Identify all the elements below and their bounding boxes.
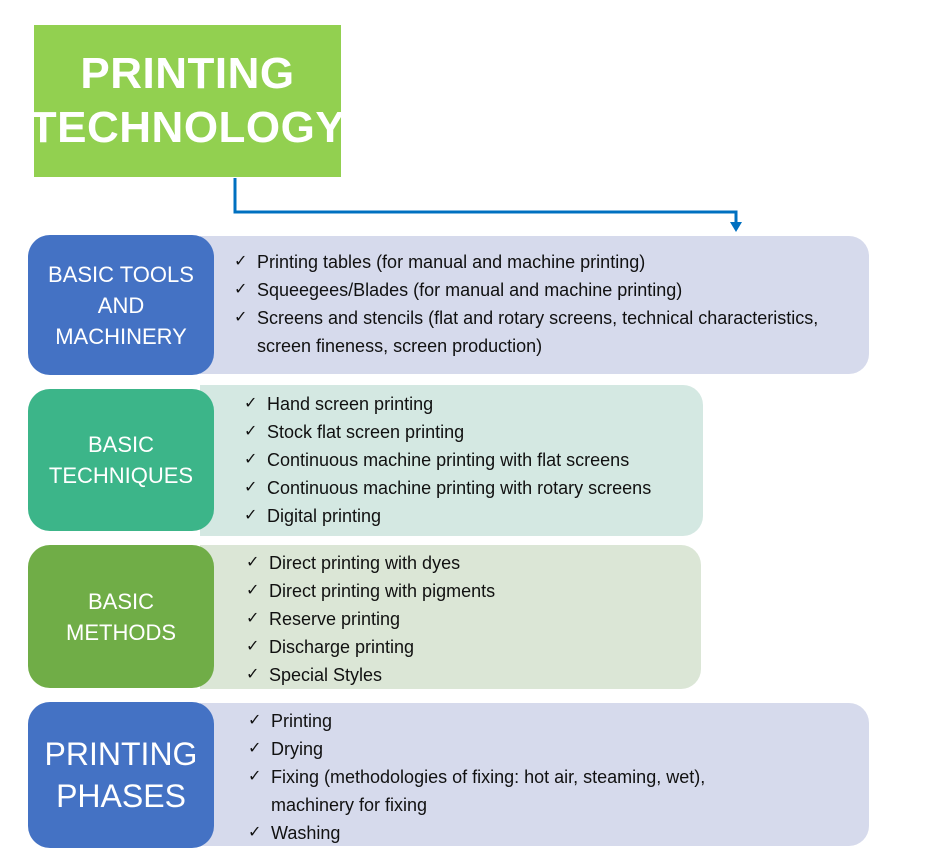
list-item: ✓Discharge printing [244, 633, 701, 661]
techniques-label: BASIC TECHNIQUES [28, 389, 214, 531]
list-item: ✓Hand screen printing [242, 390, 703, 418]
phases-label: PRINTING PHASES [28, 702, 214, 848]
list-item: ✓Reserve printing [244, 605, 701, 633]
list-item: ✓Special Styles [244, 661, 701, 689]
check-icon: ✓ [234, 281, 248, 298]
check-icon: ✓ [248, 712, 262, 729]
list-item: ✓Direct printing with dyes [244, 549, 701, 577]
list-item: ✓Continuous machine printing with rotary… [242, 474, 703, 502]
check-icon: ✓ [244, 479, 258, 496]
check-icon: ✓ [244, 507, 258, 524]
list-item: ✓Continuous machine printing with flat s… [242, 446, 703, 474]
list-item: ✓Screens and stencils (flat and rotary s… [232, 304, 869, 360]
methods-label: BASIC METHODS [28, 545, 214, 688]
title-line-2: TECHNOLOGY [29, 103, 346, 152]
check-icon: ✓ [234, 309, 248, 326]
check-icon: ✓ [248, 740, 262, 757]
list-item: ✓Stock flat screen printing [242, 418, 703, 446]
check-icon: ✓ [246, 610, 260, 627]
list-item: ✓Digital printing [242, 502, 703, 530]
title-line-1: PRINTING [80, 49, 295, 98]
tools-content: ✓Printing tables (for manual and machine… [200, 236, 869, 374]
check-icon: ✓ [248, 824, 262, 841]
list-item: ✓Fixing (methodologies of fixing: hot ai… [246, 763, 869, 819]
check-icon: ✓ [246, 582, 260, 599]
check-icon: ✓ [244, 423, 258, 440]
list-item: ✓Direct printing with pigments [244, 577, 701, 605]
list-item: ✓Washing [246, 819, 869, 847]
list-item: ✓Printing [246, 707, 869, 735]
list-item: ✓Printing tables (for manual and machine… [232, 248, 869, 276]
phases-content: ✓Printing ✓Drying ✓Fixing (methodologies… [200, 703, 869, 846]
list-item: ✓Squeegees/Blades (for manual and machin… [232, 276, 869, 304]
check-icon: ✓ [234, 253, 248, 270]
methods-content: ✓Direct printing with dyes ✓Direct print… [200, 545, 701, 689]
title-box: PRINTING TECHNOLOGY [30, 25, 345, 177]
connector-arrow-icon [233, 178, 742, 232]
check-icon: ✓ [244, 451, 258, 468]
techniques-content: ✓Hand screen printing ✓Stock flat screen… [200, 385, 703, 536]
list-item: ✓Drying [246, 735, 869, 763]
check-icon: ✓ [248, 768, 262, 785]
check-icon: ✓ [246, 554, 260, 571]
check-icon: ✓ [246, 638, 260, 655]
check-icon: ✓ [246, 666, 260, 683]
check-icon: ✓ [244, 395, 258, 412]
tools-label: BASIC TOOLS AND MACHINERY [28, 235, 214, 375]
